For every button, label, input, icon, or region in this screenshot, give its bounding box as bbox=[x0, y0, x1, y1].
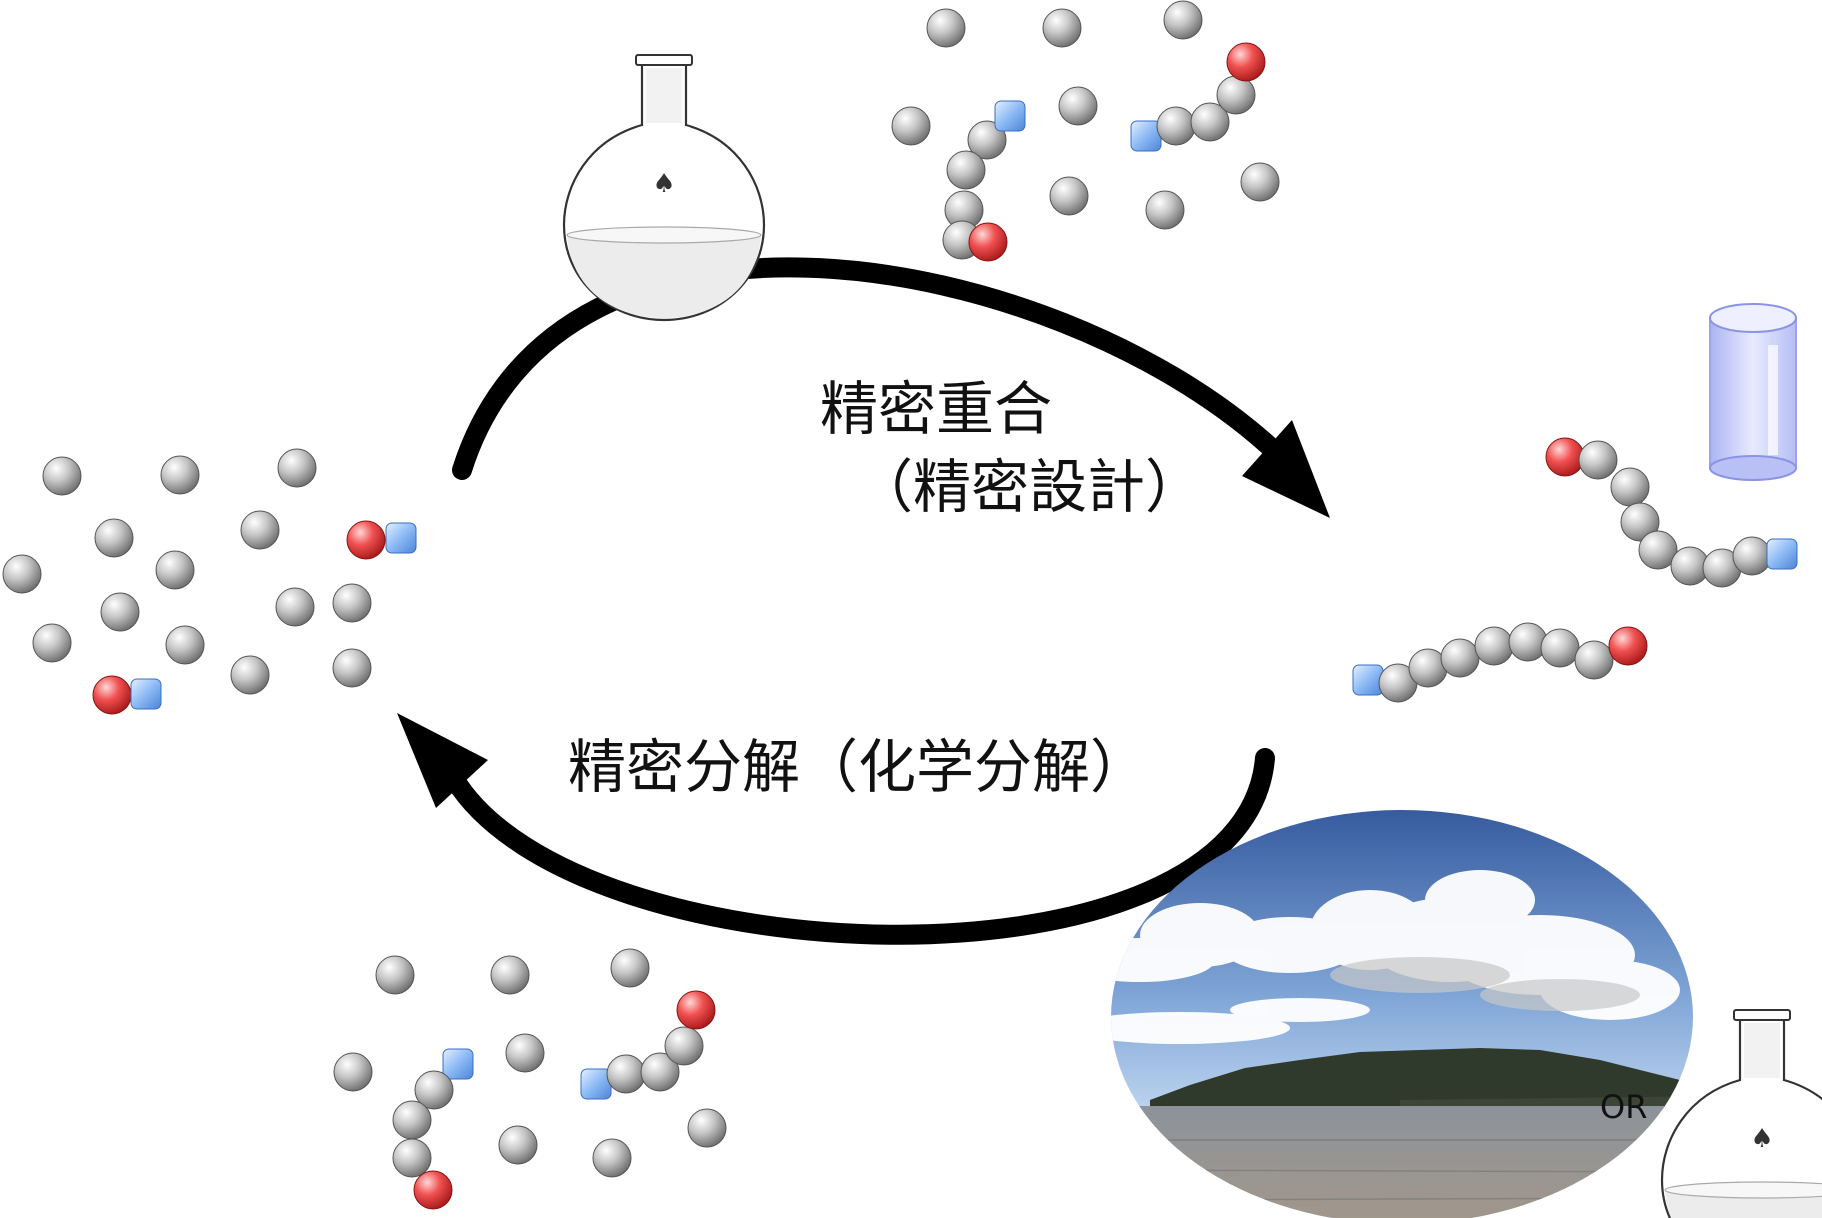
monomer-icon bbox=[155, 550, 195, 590]
chain-monomer-icon bbox=[1508, 622, 1548, 662]
chain-monomer-icon bbox=[946, 150, 986, 190]
label-precision-design: （精密設計） bbox=[855, 453, 1204, 521]
chain-monomer-icon bbox=[664, 1026, 704, 1066]
monomer-icon bbox=[275, 587, 315, 627]
label-or: OR bbox=[1600, 1088, 1648, 1126]
chain-monomer-icon bbox=[1578, 440, 1618, 480]
monomer-icon bbox=[165, 625, 205, 665]
terminator-icon bbox=[1352, 664, 1384, 696]
monomer-icon bbox=[592, 1138, 632, 1178]
molecule-layer bbox=[2, 0, 1798, 1210]
monomer-icon bbox=[1163, 0, 1203, 40]
terminator-icon bbox=[580, 1068, 612, 1100]
chain-monomer-icon bbox=[1574, 640, 1614, 680]
terminator-icon bbox=[130, 678, 162, 710]
monomer-icon bbox=[2, 554, 42, 594]
monomer-icon bbox=[332, 583, 372, 623]
initiator-icon bbox=[1545, 437, 1585, 477]
round-bottom-flask-icon bbox=[562, 53, 766, 322]
monomer-icon bbox=[375, 955, 415, 995]
monomer-icon bbox=[1240, 162, 1280, 202]
chain-monomer-icon bbox=[606, 1054, 646, 1094]
terminator-icon bbox=[385, 522, 417, 554]
glass-cylinder-icon bbox=[1709, 303, 1797, 481]
initiator-icon bbox=[1608, 626, 1648, 666]
monomer-icon bbox=[230, 655, 270, 695]
monomer-icon bbox=[333, 1052, 373, 1092]
arrow-degradation bbox=[397, 713, 1275, 945]
monomer-icon bbox=[1049, 176, 1089, 216]
chain-monomer-icon bbox=[1732, 536, 1772, 576]
chain-monomer-icon bbox=[392, 1100, 432, 1140]
chain-monomer-icon bbox=[640, 1052, 680, 1092]
initiator-icon bbox=[346, 520, 386, 560]
monomer-icon bbox=[332, 648, 372, 688]
terminator-icon bbox=[442, 1048, 474, 1080]
chain-monomer-icon bbox=[1440, 638, 1480, 678]
arrow-polymerization bbox=[452, 257, 1330, 518]
monomer-icon bbox=[498, 1125, 538, 1165]
monomer-icon bbox=[32, 623, 72, 663]
seashore-photo bbox=[1111, 810, 1693, 1218]
label-precision-degradation: 精密分解（化学分解） bbox=[568, 733, 1149, 801]
monomer-icon bbox=[100, 592, 140, 632]
chain-monomer-icon bbox=[1638, 530, 1678, 570]
chain-monomer-icon bbox=[1190, 102, 1230, 142]
monomer-icon bbox=[1058, 86, 1098, 126]
initiator-icon bbox=[968, 222, 1008, 262]
terminator-icon bbox=[1130, 120, 1162, 152]
monomer-icon bbox=[1042, 8, 1082, 48]
label-precision-polymerization: 精密重合 bbox=[820, 375, 1053, 443]
monomer-icon bbox=[42, 456, 82, 496]
monomer-icon bbox=[94, 518, 134, 558]
monomer-icon bbox=[277, 448, 317, 488]
chain-monomer-icon bbox=[967, 120, 1007, 160]
monomer-icon bbox=[891, 106, 931, 146]
chain-monomer-icon bbox=[392, 1138, 432, 1178]
chain-monomer-icon bbox=[1610, 467, 1650, 507]
terminator-icon bbox=[994, 100, 1026, 132]
monomer-icon bbox=[160, 455, 200, 495]
monomer-icon bbox=[687, 1108, 727, 1148]
initiator-icon bbox=[676, 990, 716, 1030]
initiator-icon bbox=[413, 1170, 453, 1210]
chain-monomer-icon bbox=[1216, 75, 1256, 115]
initiator-icon bbox=[1226, 42, 1266, 82]
chain-monomer-icon bbox=[1620, 502, 1660, 542]
chain-monomer-icon bbox=[1540, 628, 1580, 668]
monomer-icon bbox=[505, 1033, 545, 1073]
monomer-icon bbox=[1145, 190, 1185, 230]
monomer-icon bbox=[490, 955, 530, 995]
monomer-icon bbox=[610, 948, 650, 988]
terminator-icon bbox=[1766, 538, 1798, 570]
chain-monomer-icon bbox=[414, 1070, 454, 1110]
monomer-icon bbox=[240, 510, 280, 550]
initiator-icon bbox=[92, 675, 132, 715]
chain-monomer-icon bbox=[1156, 106, 1196, 146]
chain-monomer-icon bbox=[1474, 626, 1514, 666]
monomer-icon bbox=[926, 8, 966, 48]
